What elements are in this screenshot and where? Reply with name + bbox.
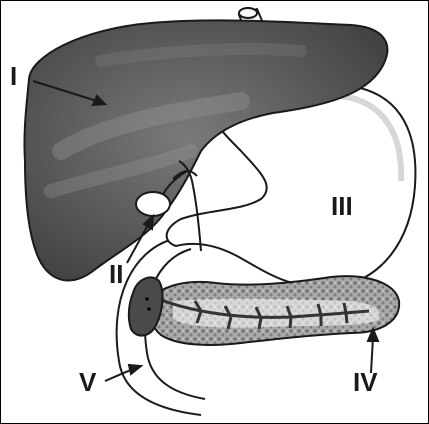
gallbladder [136,192,170,216]
arrow-duodenum [105,369,133,381]
label-duodenum: V [79,369,96,395]
label-gallbladder: II [109,261,123,287]
label-pancreas: IV [353,369,378,395]
arrowhead-duodenum [129,365,141,374]
label-liver: I [10,63,17,89]
label-stomach: III [331,193,353,219]
